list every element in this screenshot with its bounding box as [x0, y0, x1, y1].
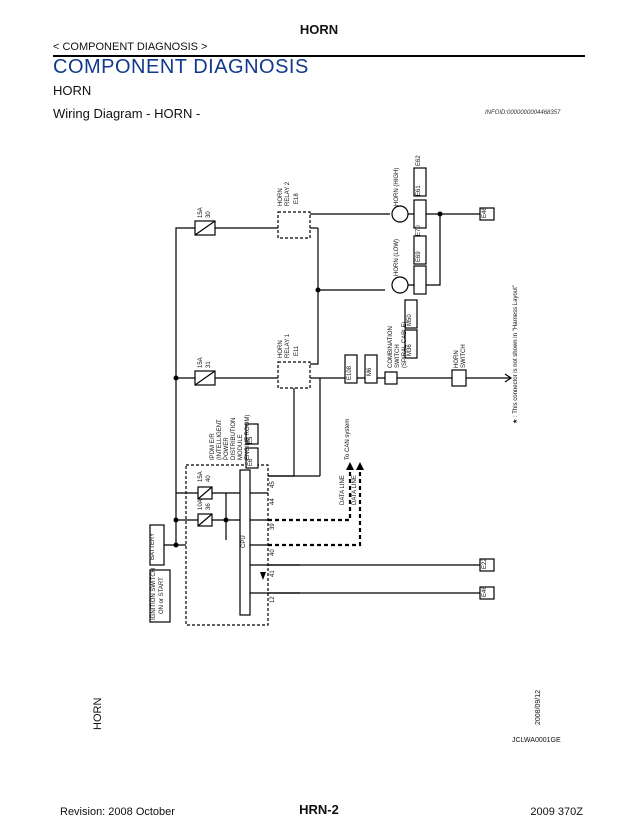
info-id: INFOID:0000000004468357 — [485, 110, 561, 116]
page-header-title: HORN — [299, 22, 339, 37]
breadcrumb: < COMPONENT DIAGNOSIS > — [53, 41, 208, 53]
combination-switch-label: COMBINATION SWITCH (SPIRAL CABLE) — [388, 322, 409, 368]
ipdm-line: DISTRIBUTION — [231, 417, 237, 460]
junction-m6: M6 — [367, 367, 373, 376]
header-rule — [53, 55, 585, 57]
fuse-no-1: 40 — [206, 475, 212, 482]
fuse-no-3: 30 — [206, 211, 212, 218]
fuse-amp-4: 15A — [198, 357, 204, 368]
relay2-label-1: HORN — [278, 188, 284, 206]
horn-low-label: HORN (LOW) — [394, 239, 400, 276]
relay2-label-2: RELAY 2 — [285, 181, 291, 206]
ground-e22: E22 — [482, 558, 488, 569]
combo-line: COMBINATION — [388, 326, 394, 368]
ipdm-line: IPDM E/R — [210, 433, 216, 460]
ignition-label-1: IGNITION SWITCH — [151, 568, 157, 620]
subsection-title: HORN — [53, 83, 92, 98]
diagram-code: JCLWA0001GE — [512, 737, 561, 744]
can-label: To CAN system — [345, 418, 351, 460]
horn-high-conn-1: E61 — [416, 185, 422, 196]
relay1-label-2: RELAY 1 — [285, 333, 291, 358]
horn-low-conn-2: E70 — [416, 225, 422, 236]
ipdm-line: MODULE — [238, 434, 244, 460]
fuse-no-4: 31 — [206, 361, 212, 368]
ipdm-conn-e5: E5 — [248, 436, 254, 444]
ipdm-conn-e6: E6 — [248, 458, 254, 466]
ipdm-line: (INTELLIGENT — [217, 419, 223, 460]
data-line-label-2: DATA LINE — [352, 475, 358, 505]
pin-39: 39 — [270, 523, 276, 530]
junction-e108: E108 — [347, 365, 353, 380]
ipdm-label: IPDM E/R (INTELLIGENT POWER DISTRIBUTION… — [210, 415, 252, 460]
footer-page-number: HRN-2 — [299, 802, 339, 817]
combo-conn-1: M36 — [407, 344, 413, 356]
horn-switch-label-2: SWITCH — [461, 344, 467, 368]
fuse-amp-2: 10A — [198, 499, 204, 510]
relay1-conn: E11 — [294, 345, 300, 356]
fuse-no-2: 36 — [206, 503, 212, 510]
pin-40: 40 — [270, 549, 276, 556]
horn-side-label: HORN — [92, 697, 104, 730]
pin-12: 12 — [270, 596, 276, 603]
ground-e46-top: E46 — [482, 207, 488, 218]
ground-e46-bottom: E46 — [482, 586, 488, 597]
footer-model: 2009 370Z — [530, 806, 583, 818]
fuse-amp-3: 15A — [198, 207, 204, 218]
horn-high-conn-2: E62 — [416, 155, 422, 166]
relay2-conn: E18 — [294, 193, 300, 204]
pin-44: 44 — [270, 498, 276, 505]
fuse-amp-1: 15A — [198, 471, 204, 482]
diagram-date: 2008/09/12 — [535, 689, 542, 725]
battery-label: BATTERY — [150, 532, 156, 560]
horn-high-label: HORN (HIGH) — [394, 167, 400, 206]
horn-low-conn-1: E69 — [416, 251, 422, 262]
diagram-title: Wiring Diagram - HORN - — [53, 106, 201, 121]
combo-line: SWITCH — [395, 344, 401, 368]
harness-note: ★ : This connector is not shown in "Harn… — [513, 285, 519, 424]
ipdm-line: POWER — [224, 437, 230, 460]
horn-switch-label-1: HORN — [454, 350, 460, 368]
ignition-label-2: ON or START — [159, 577, 165, 614]
pin-45: 45 — [270, 481, 276, 488]
cpu-label: CPU — [241, 535, 247, 548]
section-title: COMPONENT DIAGNOSIS — [53, 56, 309, 78]
relay1-label-1: HORN — [278, 340, 284, 358]
combo-conn-2: M50 — [407, 314, 413, 326]
footer-revision: Revision: 2008 October — [60, 806, 175, 818]
pin-41: 41 — [270, 570, 276, 577]
data-line-label-1: DATA LINE — [340, 475, 346, 505]
